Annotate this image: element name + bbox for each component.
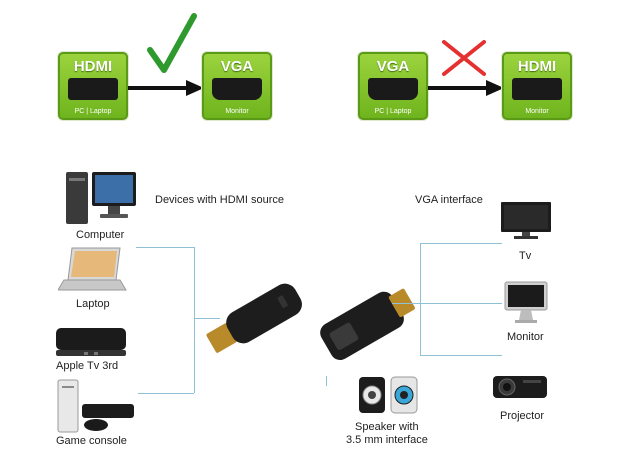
box-title: HDMI	[517, 58, 557, 75]
connector-line	[420, 243, 421, 355]
vga-port-icon	[368, 78, 418, 100]
vga-target-box: VGA Monitor	[202, 52, 272, 120]
speaker-label-line1: Speaker with	[355, 421, 419, 433]
hdmi-port-icon	[68, 78, 118, 100]
projector-icon	[493, 376, 547, 398]
device-label-computer: Computer	[76, 229, 125, 241]
monitor-icon	[504, 281, 548, 323]
computer-icon	[66, 172, 136, 224]
connector-line	[420, 355, 502, 356]
vga-source-box: VGA PC | Laptop	[358, 52, 428, 120]
device-label-tv: Tv	[519, 250, 532, 262]
box-title: VGA	[376, 58, 410, 75]
connector-line	[420, 243, 502, 244]
device-label-game-console: Game console	[56, 435, 127, 447]
hdmi-plug-adapter	[206, 283, 302, 353]
device-label-projector: Projector	[500, 410, 545, 422]
box-subtitle: Monitor	[525, 108, 549, 115]
box-title: HDMI	[73, 58, 113, 75]
connector-line	[136, 247, 194, 248]
hdmi-source-heading: Devices with HDMI source	[155, 194, 284, 206]
connector-line	[194, 318, 220, 319]
connector-line	[392, 303, 420, 304]
arrow-right-icon	[128, 80, 204, 96]
laptop-icon	[58, 247, 127, 291]
box-subtitle: PC | Laptop	[74, 108, 112, 115]
device-label-laptop: Laptop	[76, 298, 110, 310]
device-label-monitor: Monitor	[507, 331, 544, 343]
speaker-label-line2: 3.5 mm interface	[346, 434, 428, 446]
tv-icon	[501, 202, 551, 239]
hdmi-target-box: HDMI Monitor	[502, 52, 572, 120]
checkmark-icon	[147, 13, 197, 73]
cross-icon	[442, 40, 486, 76]
speaker-icon	[359, 376, 418, 414]
connector-line	[326, 376, 327, 386]
device-label-apple-tv: Apple Tv 3rd	[56, 360, 119, 372]
connector-line	[138, 393, 194, 394]
vga-port-icon	[212, 78, 262, 100]
vga-interface-heading: VGA interface	[415, 194, 483, 206]
apple-tv-icon	[56, 328, 126, 356]
vga-adapter	[320, 288, 415, 361]
arrow-right-icon	[428, 80, 504, 96]
game-console-icon	[57, 379, 134, 433]
box-subtitle: PC | Laptop	[374, 108, 412, 115]
box-title: VGA	[220, 58, 254, 75]
connector-line	[194, 247, 195, 393]
connector-line	[420, 303, 502, 304]
hdmi-port-icon	[512, 78, 562, 100]
hdmi-source-box: HDMI PC | Laptop	[58, 52, 128, 120]
box-subtitle: Monitor	[225, 108, 249, 115]
